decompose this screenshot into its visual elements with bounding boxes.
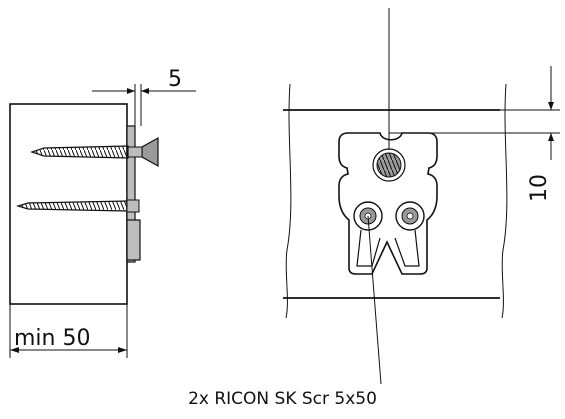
dimension-gap — [92, 84, 196, 126]
connector-plate-outline — [338, 132, 438, 275]
gap-dimension-label: 5 — [168, 67, 182, 92]
connector-plate — [126, 125, 136, 263]
connector-plate-lower — [126, 219, 141, 261]
spacing-dimension-label: 10 — [527, 174, 552, 202]
lower-screw — [15, 199, 140, 213]
dimension-min-depth — [9, 304, 128, 358]
dimension-spacing — [389, 66, 560, 160]
top-screw-head — [372, 148, 406, 182]
front-view: 10 — [283, 8, 560, 385]
min-depth-label: min 50 — [14, 326, 90, 351]
upper-screw — [30, 136, 159, 168]
bottom-screw-head-right — [395, 201, 425, 231]
side-view: 5 min 50 — [9, 67, 196, 358]
caption-leader-line — [367, 215, 382, 385]
screw-caption: 2x RICON SK Scr 5x50 — [188, 389, 377, 409]
